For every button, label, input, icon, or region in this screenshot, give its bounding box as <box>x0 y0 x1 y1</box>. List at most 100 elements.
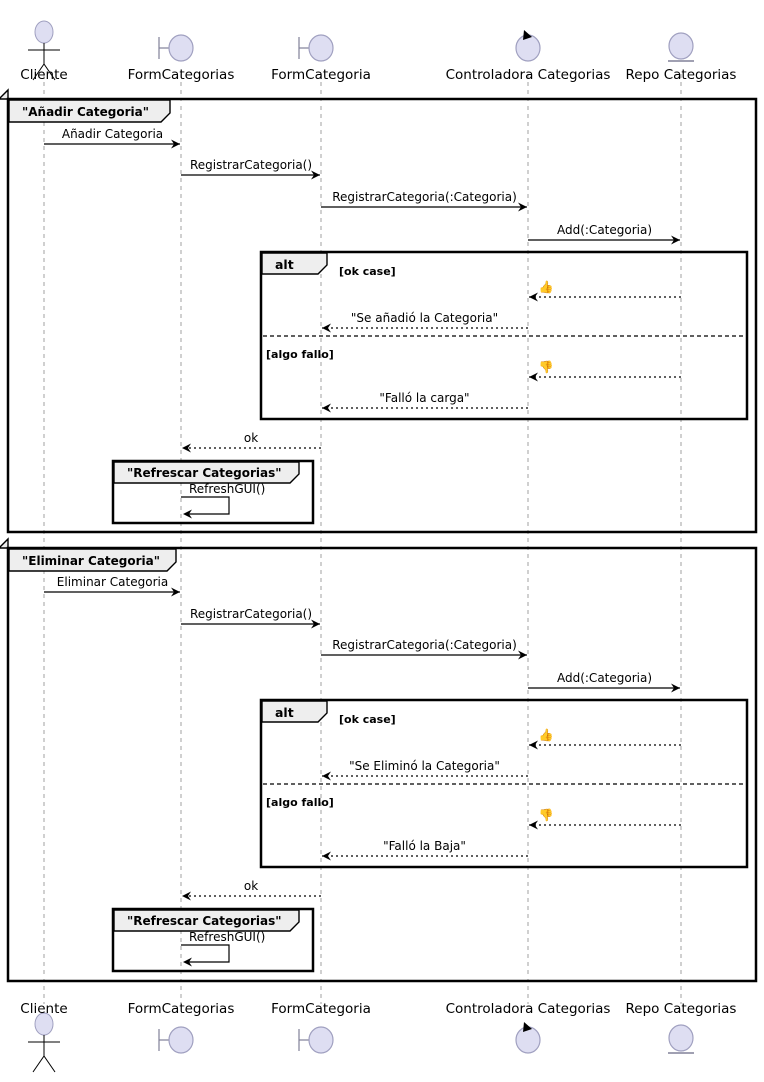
participant-label-bottom-formcategoria: FormCategoria <box>271 1001 371 1017</box>
group-title-group-anadir: "Añadir Categoria" <box>22 104 149 119</box>
participant-icon-cliente <box>28 20 60 81</box>
message-emoji-b3: 👎 <box>538 808 554 822</box>
alt-frame-alt-anadir <box>259 250 749 421</box>
participant-label-bottom-repo: Repo Categorias <box>625 1001 737 1017</box>
participant-icon-formcategorias <box>158 34 194 62</box>
message-label-m7: ok <box>243 431 259 445</box>
message-arrowhead-a1 <box>529 292 538 302</box>
participant-icon-formcategoria <box>298 1026 334 1054</box>
entity-circle-icon <box>668 32 694 60</box>
message-label-b4: "Falló la Baja" <box>383 839 466 853</box>
alt-guard-alt-anadir-1: [algo fallo] <box>266 348 334 361</box>
message-label-b2: "Se Eliminó la Categoria" <box>349 759 500 773</box>
message-emoji-a3: 👎 <box>538 360 554 374</box>
group-frame-group-eliminar-inner <box>10 550 754 979</box>
message-arrowhead-a4 <box>322 403 331 413</box>
group-title-group-anadir-shape <box>8 99 171 123</box>
participant-icon-controladora <box>515 30 541 62</box>
alt-operator-alt-anadir: alt <box>275 257 294 272</box>
message-label-m2: RegistrarCategoria() <box>189 158 313 172</box>
participant-icon-formcategorias <box>158 1026 194 1054</box>
message-arrowhead-n1 <box>171 587 180 597</box>
actor-leg-right-icon <box>43 63 56 81</box>
alt-operator-alt-anadir-shape <box>261 252 328 275</box>
message-label-m3: RegistrarCategoria(:Categoria) <box>332 190 517 204</box>
message-emoji-b1: 👍 <box>538 728 554 742</box>
control-arrow-icon <box>523 30 532 40</box>
group-title-group-refrescar-1-shape <box>113 461 300 484</box>
message-label-a2: "Se añadió la Categoria" <box>350 311 499 325</box>
participant-label-top-controladora: Controladora Categorias <box>445 67 611 83</box>
alt-guard-alt-eliminar-1: [algo fallo] <box>266 796 334 809</box>
participant-label-top-formcategorias: FormCategorias <box>127 67 235 83</box>
participant-label-bottom-controladora: Controladora Categorias <box>445 1001 611 1017</box>
message-label-n7: ok <box>243 879 259 893</box>
participant-icon-formcategoria <box>298 34 334 62</box>
message-label-m1: Añadir Categoria <box>61 127 164 141</box>
control-circle-icon <box>515 34 541 62</box>
group-title-group-refrescar-2-shape <box>113 909 300 932</box>
group-frame-group-anadir <box>6 97 758 534</box>
message-arrowhead-n4 <box>671 683 680 693</box>
message-arrowhead-b2 <box>322 771 331 781</box>
message-arrowhead-n2 <box>311 619 320 629</box>
participant-label-bottom-cliente: Cliente <box>20 1001 68 1017</box>
alt-operator-alt-eliminar-shape <box>261 700 328 723</box>
group-title-group-eliminar: "Eliminar Categoria" <box>22 553 161 568</box>
group-title-group-refrescar-2: "Refrescar Categorias" <box>127 914 282 928</box>
message-arrowhead-n3 <box>518 650 527 660</box>
alt-frame-alt-eliminar <box>259 698 749 869</box>
message-label-n3: RegistrarCategoria(:Categoria) <box>332 638 517 652</box>
message-arrowhead-a3 <box>529 372 538 382</box>
participant-icon-controladora <box>515 1022 541 1054</box>
participant-label-top-formcategoria: FormCategoria <box>271 67 371 83</box>
message-arrowhead-m2 <box>311 170 320 180</box>
self-message-arrowhead-s2 <box>183 957 192 967</box>
entity-circle-icon <box>668 1024 694 1052</box>
actor-leg-left-icon <box>32 63 45 81</box>
boundary-circle-icon <box>308 1026 334 1054</box>
message-label-m4: Add(:Categoria) <box>556 223 653 237</box>
message-label-n2: RegistrarCategoria() <box>189 607 313 621</box>
message-arrowhead-m3 <box>518 202 527 212</box>
control-circle-icon <box>515 1026 541 1054</box>
participant-label-top-repo: Repo Categorias <box>625 67 737 83</box>
boundary-circle-icon <box>308 34 334 62</box>
participant-icon-repo <box>668 1024 694 1054</box>
participant-icon-repo <box>668 32 694 62</box>
message-arrowhead-b4 <box>322 851 331 861</box>
message-label-a4: "Falló la carga" <box>379 391 470 405</box>
group-frame-group-anadir-inner <box>10 101 754 530</box>
self-message-line-s2[interactable] <box>181 944 230 963</box>
message-arrowhead-b3 <box>529 820 538 830</box>
group-title-group-eliminar-shape <box>8 548 177 572</box>
self-message-arrowhead-s1 <box>183 509 192 519</box>
participant-label-top-cliente: Cliente <box>20 67 68 83</box>
message-emoji-a1: 👍 <box>538 280 554 294</box>
group-frame-group-refrescar-1 <box>111 459 315 525</box>
message-label-n1: Eliminar Categoria <box>56 575 169 589</box>
group-title-group-refrescar-1: "Refrescar Categorias" <box>127 466 282 480</box>
boundary-circle-icon <box>168 34 194 62</box>
self-message-label-s1: RefreshGUI() <box>189 482 266 496</box>
message-arrowhead-n7 <box>182 891 191 901</box>
group-frame-group-eliminar <box>6 546 758 983</box>
message-arrowhead-a2 <box>322 323 331 333</box>
self-message-label-s2: RefreshGUI() <box>189 930 266 944</box>
alt-guard-alt-anadir-0: [ok case] <box>339 265 396 278</box>
alt-operator-alt-eliminar: alt <box>275 705 294 720</box>
message-arrowhead-m7 <box>182 443 191 453</box>
message-arrowhead-b1 <box>529 740 538 750</box>
participant-icon-cliente <box>28 1012 60 1073</box>
actor-leg-left-icon <box>32 1055 45 1073</box>
message-arrowhead-m1 <box>171 139 180 149</box>
alt-guard-alt-eliminar-0: [ok case] <box>339 713 396 726</box>
actor-head-icon <box>34 20 54 44</box>
message-label-n4: Add(:Categoria) <box>556 671 653 685</box>
boundary-circle-icon <box>168 1026 194 1054</box>
group-frame-group-refrescar-2 <box>111 907 315 973</box>
actor-leg-right-icon <box>43 1055 56 1073</box>
self-message-line-s1[interactable] <box>181 496 230 515</box>
